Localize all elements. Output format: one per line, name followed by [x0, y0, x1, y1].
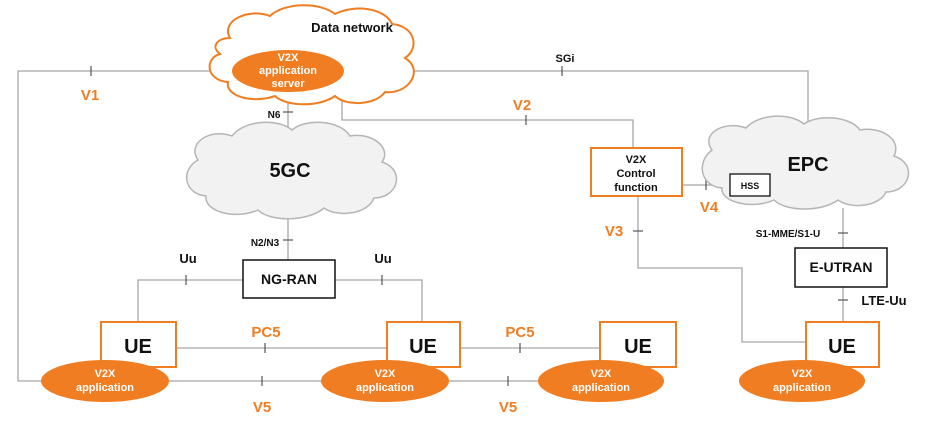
- ue-box-4: UE: [805, 321, 880, 368]
- v2-link: [341, 90, 634, 148]
- control-line3: function: [614, 182, 658, 194]
- v1-link: [17, 70, 232, 382]
- ng-ran-label: NG-RAN: [261, 271, 317, 287]
- ue-box-3: UE: [599, 321, 677, 368]
- ue-label: UE: [124, 336, 152, 358]
- app-line2: application: [773, 382, 831, 394]
- app-line1: V2X: [591, 368, 612, 380]
- ue-box-2: UE: [386, 321, 461, 368]
- ue-label: UE: [624, 336, 652, 358]
- server-line2: application: [259, 65, 317, 77]
- n6-label: N6: [268, 110, 281, 121]
- ue-box-1: UE: [100, 321, 177, 368]
- hss-label: HSS: [741, 181, 760, 191]
- server-line3: server: [271, 78, 305, 90]
- hss-box: HSS: [729, 173, 771, 197]
- v5-right-label: V5: [499, 399, 517, 416]
- pc5-left-label: PC5: [251, 324, 280, 341]
- app-line1: V2X: [792, 368, 813, 380]
- v3-label: V3: [605, 223, 623, 240]
- v2-label: V2: [513, 97, 531, 114]
- app-line2: application: [356, 382, 414, 394]
- v2x-application-4: V2X application: [739, 360, 865, 402]
- data-network-label: Data network: [311, 20, 393, 35]
- uu-right-link: [335, 279, 423, 322]
- ue-label: UE: [409, 336, 437, 358]
- uu-right-label: Uu: [374, 251, 391, 266]
- epc-label: EPC: [787, 154, 828, 176]
- sgi-link: [345, 70, 809, 140]
- uu-left-label: Uu: [179, 251, 196, 266]
- app-line2: application: [572, 382, 630, 394]
- server-line1: V2X: [278, 52, 299, 64]
- v4-label: V4: [700, 199, 719, 216]
- v5-left-label: V5: [253, 399, 271, 416]
- v2x-application-3: V2X application: [538, 360, 664, 402]
- v2x-application-server: V2X application server: [232, 50, 344, 92]
- v2x-control-function: V2X Control function: [590, 147, 683, 197]
- lte-uu-label: LTE-Uu: [861, 293, 906, 308]
- 5gc-cloud: [185, 121, 398, 220]
- v1-label: V1: [81, 87, 99, 104]
- app-line1: V2X: [95, 368, 116, 380]
- v3-link: [637, 196, 808, 343]
- interface-ticks: [90, 66, 848, 386]
- app-line2: application: [76, 382, 134, 394]
- sgi-label: SGi: [556, 53, 575, 65]
- 5gc-label: 5GC: [269, 160, 310, 182]
- n2n3-label: N2/N3: [251, 238, 280, 249]
- pc5-right-label: PC5: [505, 324, 534, 341]
- v2x-application-1: V2X application: [41, 360, 169, 402]
- s1-label: S1-MME/S1-U: [756, 229, 820, 240]
- v2x-application-2: V2X application: [321, 360, 449, 402]
- control-line1: V2X: [626, 154, 647, 166]
- uu-left-link: [137, 279, 243, 322]
- control-line2: Control: [616, 168, 655, 180]
- e-utran-box: E-UTRAN: [794, 247, 888, 288]
- ng-ran-box: NG-RAN: [242, 259, 336, 299]
- e-utran-label: E-UTRAN: [810, 259, 873, 275]
- app-line1: V2X: [375, 368, 396, 380]
- ue-label: UE: [828, 336, 856, 358]
